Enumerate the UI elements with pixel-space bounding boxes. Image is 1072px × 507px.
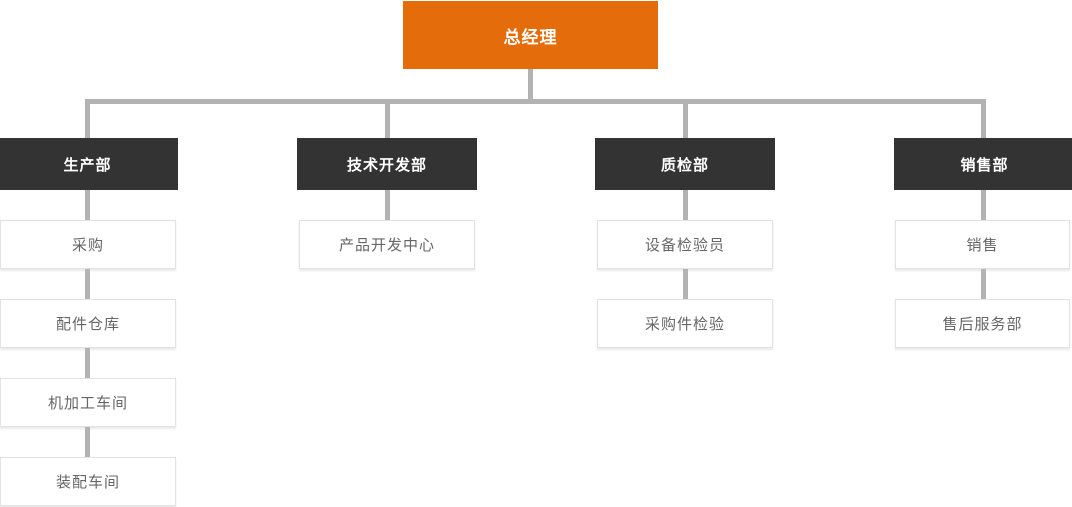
- dept-label: 质检部: [660, 156, 709, 174]
- org-node-dept-production: 生产部: [0, 138, 178, 190]
- dept-label: 技术开发部: [346, 156, 427, 174]
- connector-drop-dept-3: [981, 101, 986, 138]
- leaf-label: 产品开发中心: [338, 237, 435, 254]
- connector-drop-dept-1: [385, 101, 390, 138]
- org-node-after-sales-service: 售后服务部: [895, 299, 1070, 348]
- connector-col3-seg1: [683, 190, 688, 220]
- connector-col3-seg2: [683, 269, 688, 299]
- connector-col4-seg1: [981, 190, 986, 220]
- connector-col1-seg1: [85, 190, 90, 220]
- org-node-dept-tech-development: 技术开发部: [297, 138, 477, 190]
- connector-drop-dept-2: [683, 101, 688, 138]
- leaf-label: 采购件检验: [644, 316, 725, 333]
- connector-col1-seg2: [85, 269, 90, 299]
- leaf-label: 配件仓库: [55, 316, 120, 333]
- connector-col4-seg2: [981, 269, 986, 299]
- org-node-product-dev-center: 产品开发中心: [299, 220, 475, 269]
- org-node-dept-sales: 销售部: [894, 138, 1072, 190]
- org-node-machining-workshop: 机加工车间: [0, 378, 176, 427]
- leaf-label: 装配车间: [55, 474, 120, 491]
- org-node-procurement: 采购: [0, 220, 176, 269]
- connector-col2-seg1: [385, 190, 390, 220]
- org-node-purchased-parts-inspection: 采购件检验: [597, 299, 773, 348]
- dept-label: 销售部: [960, 156, 1009, 174]
- connector-col1-seg3: [85, 348, 90, 378]
- leaf-label: 售后服务部: [942, 316, 1023, 333]
- connector-col1-seg4: [85, 427, 90, 457]
- org-node-equipment-inspector: 设备检验员: [597, 220, 773, 269]
- org-node-root: 总经理: [403, 1, 658, 69]
- org-node-sales: 销售: [895, 220, 1070, 269]
- dept-label: 生产部: [63, 156, 112, 174]
- leaf-label: 销售: [966, 237, 999, 254]
- leaf-label: 采购: [71, 237, 104, 254]
- connector-horizontal-bus: [85, 99, 986, 104]
- org-node-root-label: 总经理: [503, 27, 558, 47]
- leaf-label: 设备检验员: [644, 237, 725, 254]
- org-node-parts-warehouse: 配件仓库: [0, 299, 176, 348]
- connector-drop-dept-0: [85, 101, 90, 138]
- leaf-label: 机加工车间: [47, 395, 128, 412]
- org-node-assembly-workshop: 装配车间: [0, 457, 176, 506]
- connector-root-vertical: [528, 69, 533, 100]
- org-node-dept-quality-inspection: 质检部: [595, 138, 775, 190]
